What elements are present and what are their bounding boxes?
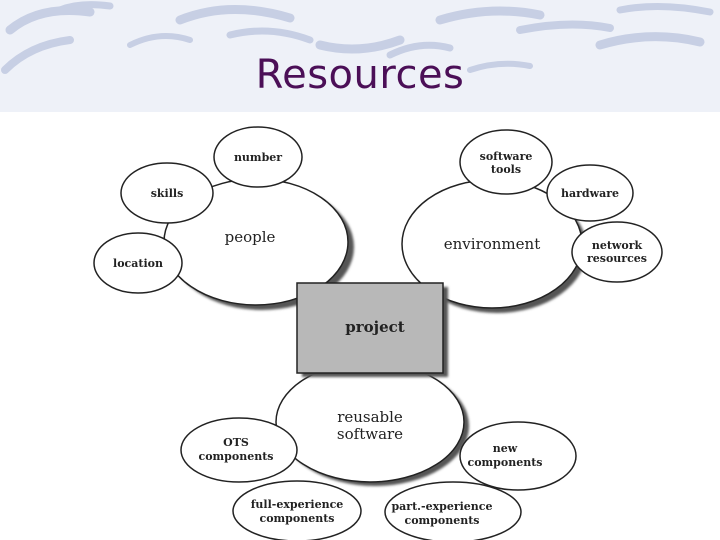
environment-label: environment xyxy=(444,235,540,253)
new-components-label-line2: components xyxy=(468,456,543,469)
part-experience-components-label-line2: components xyxy=(405,514,480,527)
full-experience-components-label-line1: full-experience xyxy=(251,498,344,511)
ots-components-label-line2: components xyxy=(199,450,274,463)
number-label: number xyxy=(234,151,282,164)
location-label: location xyxy=(113,257,163,270)
network-resources-label-line2: resources xyxy=(587,252,647,265)
hardware-label: hardware xyxy=(561,187,619,200)
project-label: project xyxy=(345,318,405,336)
reusable-software-label-line2: software xyxy=(337,425,403,443)
skills-label: skills xyxy=(151,187,184,200)
ots-components-label-line1: OTS xyxy=(223,436,249,449)
software-tools-label-line1: software xyxy=(480,150,533,163)
part-experience-components-label-line1: part.-experience xyxy=(391,500,492,513)
full-experience-components-label-line2: components xyxy=(260,512,335,525)
new-components-label-line1: new xyxy=(493,442,518,455)
network-resources-label-line1: network xyxy=(592,239,643,252)
reusable-software-label-line1: reusable xyxy=(337,408,403,426)
people-label: people xyxy=(225,228,276,246)
software-tools-label-line2: tools xyxy=(491,163,521,176)
